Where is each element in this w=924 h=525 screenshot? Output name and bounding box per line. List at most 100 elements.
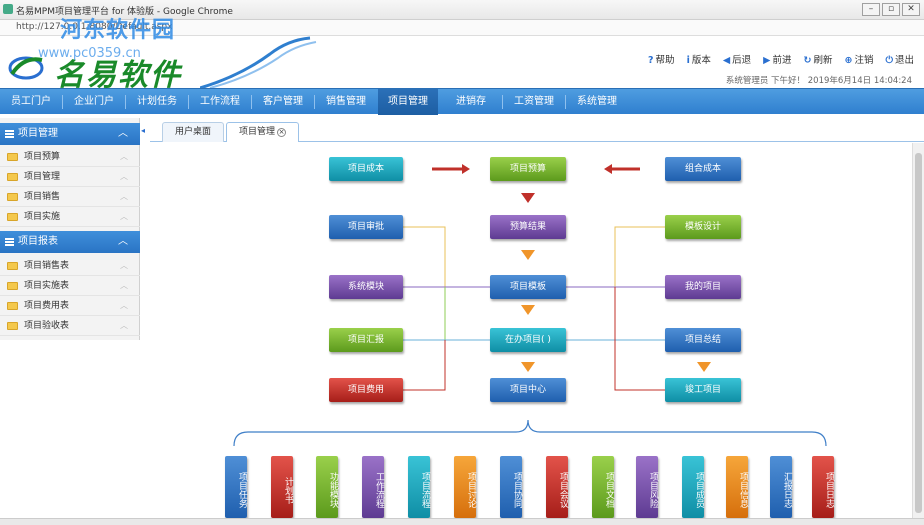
vertical-scrollbar[interactable]: [912, 143, 924, 525]
sidebar-item-project-sales[interactable]: 项目销售︿: [0, 187, 140, 207]
chevron-up-icon: ︿: [120, 261, 128, 270]
flow-project-approval[interactable]: 项目审批: [329, 215, 403, 239]
address-bar[interactable]: http://127.0.0.1:8080/Default.aspx: [0, 20, 924, 36]
flow-combined-cost[interactable]: 组合成本: [665, 157, 741, 181]
nav-item-workflow[interactable]: 工作流程: [200, 96, 240, 107]
chevron-up-icon: ︿: [120, 172, 128, 181]
flow-template-design[interactable]: 模板设计: [665, 215, 741, 239]
flow-bottom-workflow[interactable]: 工作流程: [362, 456, 384, 518]
forward-link[interactable]: ▶前进: [763, 55, 792, 66]
nav-item-sales[interactable]: 销售管理: [326, 96, 366, 107]
folder-icon: [7, 193, 18, 201]
window-title: 名易MPM项目管理平台 for 体验版 - Google Chrome: [16, 7, 233, 17]
flow-project-summary[interactable]: 项目总结: [665, 328, 741, 352]
chevron-up-icon: ︿: [120, 281, 128, 290]
chevron-up-icon: ︿: [120, 321, 128, 330]
flow-bottom-project-risk[interactable]: 项目风险: [636, 456, 658, 518]
lock-icon: ⊕: [844, 55, 853, 66]
sidebar-collapse-handle[interactable]: ◂: [141, 126, 146, 135]
logout-link[interactable]: ⊕注销: [844, 55, 874, 66]
help-icon: ?: [648, 55, 654, 66]
sidebar-item-project-management[interactable]: 项目管理︿: [0, 167, 140, 187]
sidebar-section-project-management[interactable]: 项目管理 ︿: [0, 123, 140, 145]
flow-completed-projects[interactable]: 竣工项目: [665, 378, 741, 402]
flow-project-center[interactable]: 项目中心: [490, 378, 566, 402]
minimize-button[interactable]: –: [862, 3, 880, 16]
user-greeting: 系统管理员 下午好！ 2019年6月14日 14:04:24: [725, 76, 912, 86]
flow-bottom-plan-book[interactable]: 计划书: [271, 456, 293, 518]
sidebar-section-project-reports[interactable]: 项目报表 ︿: [0, 231, 140, 253]
flow-my-projects[interactable]: 我的项目: [665, 275, 741, 299]
sidebar-item-project-implementation[interactable]: 项目实施︿: [0, 207, 140, 227]
tab-project-management[interactable]: 项目管理×: [226, 122, 300, 142]
nav-item-enterprise-portal[interactable]: 企业门户: [74, 96, 114, 107]
flow-budget-result[interactable]: 预算结果: [490, 215, 566, 239]
sidebar: 项目管理 ︿ 项目预算︿ 项目管理︿ 项目销售︿ 项目实施︿ 项目报表 ︿ 项目…: [0, 118, 140, 340]
chevron-up-icon: ︿: [118, 128, 128, 139]
logo-text: 名易软件: [54, 58, 182, 93]
list-icon: [5, 238, 14, 246]
sidebar-item-acceptance-report[interactable]: 项目验收表︿: [0, 316, 140, 336]
chevron-up-icon: ︿: [120, 192, 128, 201]
chevron-up-icon: ︿: [120, 152, 128, 161]
flow-project-cost[interactable]: 项目成本: [329, 157, 403, 181]
flow-bottom-project-documents[interactable]: 项目文档: [592, 456, 614, 518]
help-link[interactable]: ?帮助: [648, 55, 675, 66]
sidebar-item-expense-report[interactable]: 项目费用表︿: [0, 296, 140, 316]
close-tab-icon[interactable]: ×: [277, 128, 287, 137]
back-icon: ◀: [722, 55, 731, 66]
flow-project-expense[interactable]: 项目费用: [329, 378, 403, 402]
flow-bottom-project-collaboration[interactable]: 项目协同: [500, 456, 522, 518]
nav-item-system[interactable]: 系统管理: [577, 96, 617, 107]
watermark-title: 河东软件园: [60, 18, 176, 43]
nav-item-customers[interactable]: 客户管理: [263, 96, 303, 107]
flow-bottom-project-info[interactable]: 项目信息: [726, 456, 748, 518]
sidebar-item-project-budget[interactable]: 项目预算︿: [0, 147, 140, 167]
exit-link[interactable]: ⏻退出: [885, 55, 914, 66]
flow-bottom-report-log[interactable]: 汇报日志: [770, 456, 792, 518]
flow-bottom-project-process[interactable]: 项目流程: [408, 456, 430, 518]
flow-project-template[interactable]: 项目模板: [490, 275, 566, 299]
flow-project-budget[interactable]: 项目预算: [490, 157, 566, 181]
back-link[interactable]: ◀后退: [722, 55, 752, 66]
flow-bottom-project-tasks[interactable]: 项目任务: [225, 456, 247, 518]
folder-icon: [7, 262, 18, 270]
refresh-icon: ↻: [803, 55, 812, 66]
flow-bottom-function-module[interactable]: 功能模块: [316, 456, 338, 518]
scrollbar-thumb[interactable]: [915, 153, 922, 513]
folder-icon: [7, 153, 18, 161]
power-icon: ⏻: [885, 55, 893, 66]
status-bar: [0, 518, 924, 525]
app-header: [0, 36, 924, 88]
tab-user-desktop[interactable]: 用户桌面: [162, 122, 225, 142]
nav-item-projects[interactable]: 项目管理: [378, 89, 438, 115]
refresh-link[interactable]: ↻刷新: [803, 55, 833, 66]
list-icon: [5, 130, 14, 138]
flow-project-report[interactable]: 项目汇报: [329, 328, 403, 352]
maximize-button[interactable]: ▫: [882, 3, 900, 16]
nav-item-employee-portal[interactable]: 员工门户: [11, 96, 51, 107]
folder-icon: [7, 302, 18, 310]
folder-icon: [7, 213, 18, 221]
nav-item-plan-tasks[interactable]: 计划任务: [137, 96, 177, 107]
folder-icon: [7, 322, 18, 330]
address-url: http://127.0.0.1:8080/Default.aspx: [16, 22, 173, 32]
sidebar-item-sales-report[interactable]: 项目销售表︿: [0, 256, 140, 276]
sidebar-item-implementation-report[interactable]: 项目实施表︿: [0, 276, 140, 296]
flow-bottom-project-log[interactable]: 项目日志: [812, 456, 834, 518]
flow-bottom-project-meeting[interactable]: 项目会议: [546, 456, 568, 518]
nav-item-inventory[interactable]: 进销存: [456, 96, 486, 107]
main-nav: 员工门户 企业门户 计划任务 工作流程 客户管理 销售管理 项目管理 进销存 工…: [0, 88, 924, 115]
info-icon: i: [686, 55, 690, 66]
folder-icon: [7, 173, 18, 181]
flow-bottom-project-members[interactable]: 项目成员: [682, 456, 704, 518]
nav-item-payroll[interactable]: 工资管理: [514, 96, 554, 107]
logo-mark-icon: [8, 56, 44, 80]
flow-active-projects[interactable]: 在办项目( ): [490, 328, 566, 352]
watermark-url: www.pc0359.cn: [38, 46, 141, 61]
close-button[interactable]: ✕: [902, 3, 920, 16]
flow-system-module[interactable]: 系统模块: [329, 275, 403, 299]
flow-bottom-project-discussion[interactable]: 项目讨论: [454, 456, 476, 518]
